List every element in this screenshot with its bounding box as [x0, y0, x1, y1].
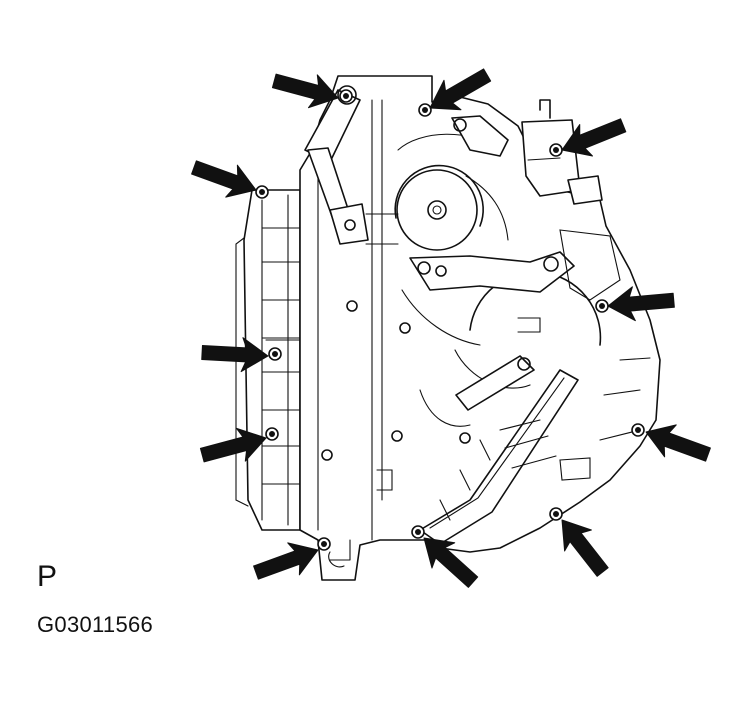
bolt-right-middle [595, 299, 609, 313]
main-housing [299, 75, 661, 581]
bolt-top-right-actuator [549, 143, 563, 157]
view-label: P [37, 560, 58, 593]
bolt-bottom-center [411, 525, 425, 539]
arrow-right-middle [607, 286, 675, 322]
arrow-top-right [561, 118, 627, 157]
arrow-left-middle [201, 337, 269, 373]
bolt-bottom-left [317, 537, 331, 551]
arrow-top-left [271, 73, 339, 109]
bolt-left-middle [268, 347, 282, 361]
arrow-left-lower [199, 427, 267, 463]
retaining-clips [321, 300, 471, 568]
blower-housing [394, 133, 602, 427]
arrow-right-lower [645, 424, 711, 462]
bolt-markers [255, 89, 645, 551]
bolt-top-center [418, 103, 432, 117]
arrow-bottom-right [561, 519, 609, 577]
arrow-bottom-center [423, 537, 479, 588]
mode-actuator [521, 99, 603, 205]
bolt-left-lower [265, 427, 279, 441]
center-link-arms [409, 115, 575, 411]
bolt-right-lower [631, 423, 645, 437]
callout-arrows [191, 68, 711, 588]
figure-code: G03011566 [37, 612, 154, 637]
bolt-left-upper [255, 185, 269, 199]
arrow-bottom-left [253, 542, 319, 580]
bolt-bottom-right [549, 507, 563, 521]
bolt-top-left-hinge [339, 89, 353, 103]
arrow-top-center [429, 68, 492, 111]
hinge-lever-top-left [304, 85, 399, 245]
arrow-left-upper [191, 160, 257, 198]
